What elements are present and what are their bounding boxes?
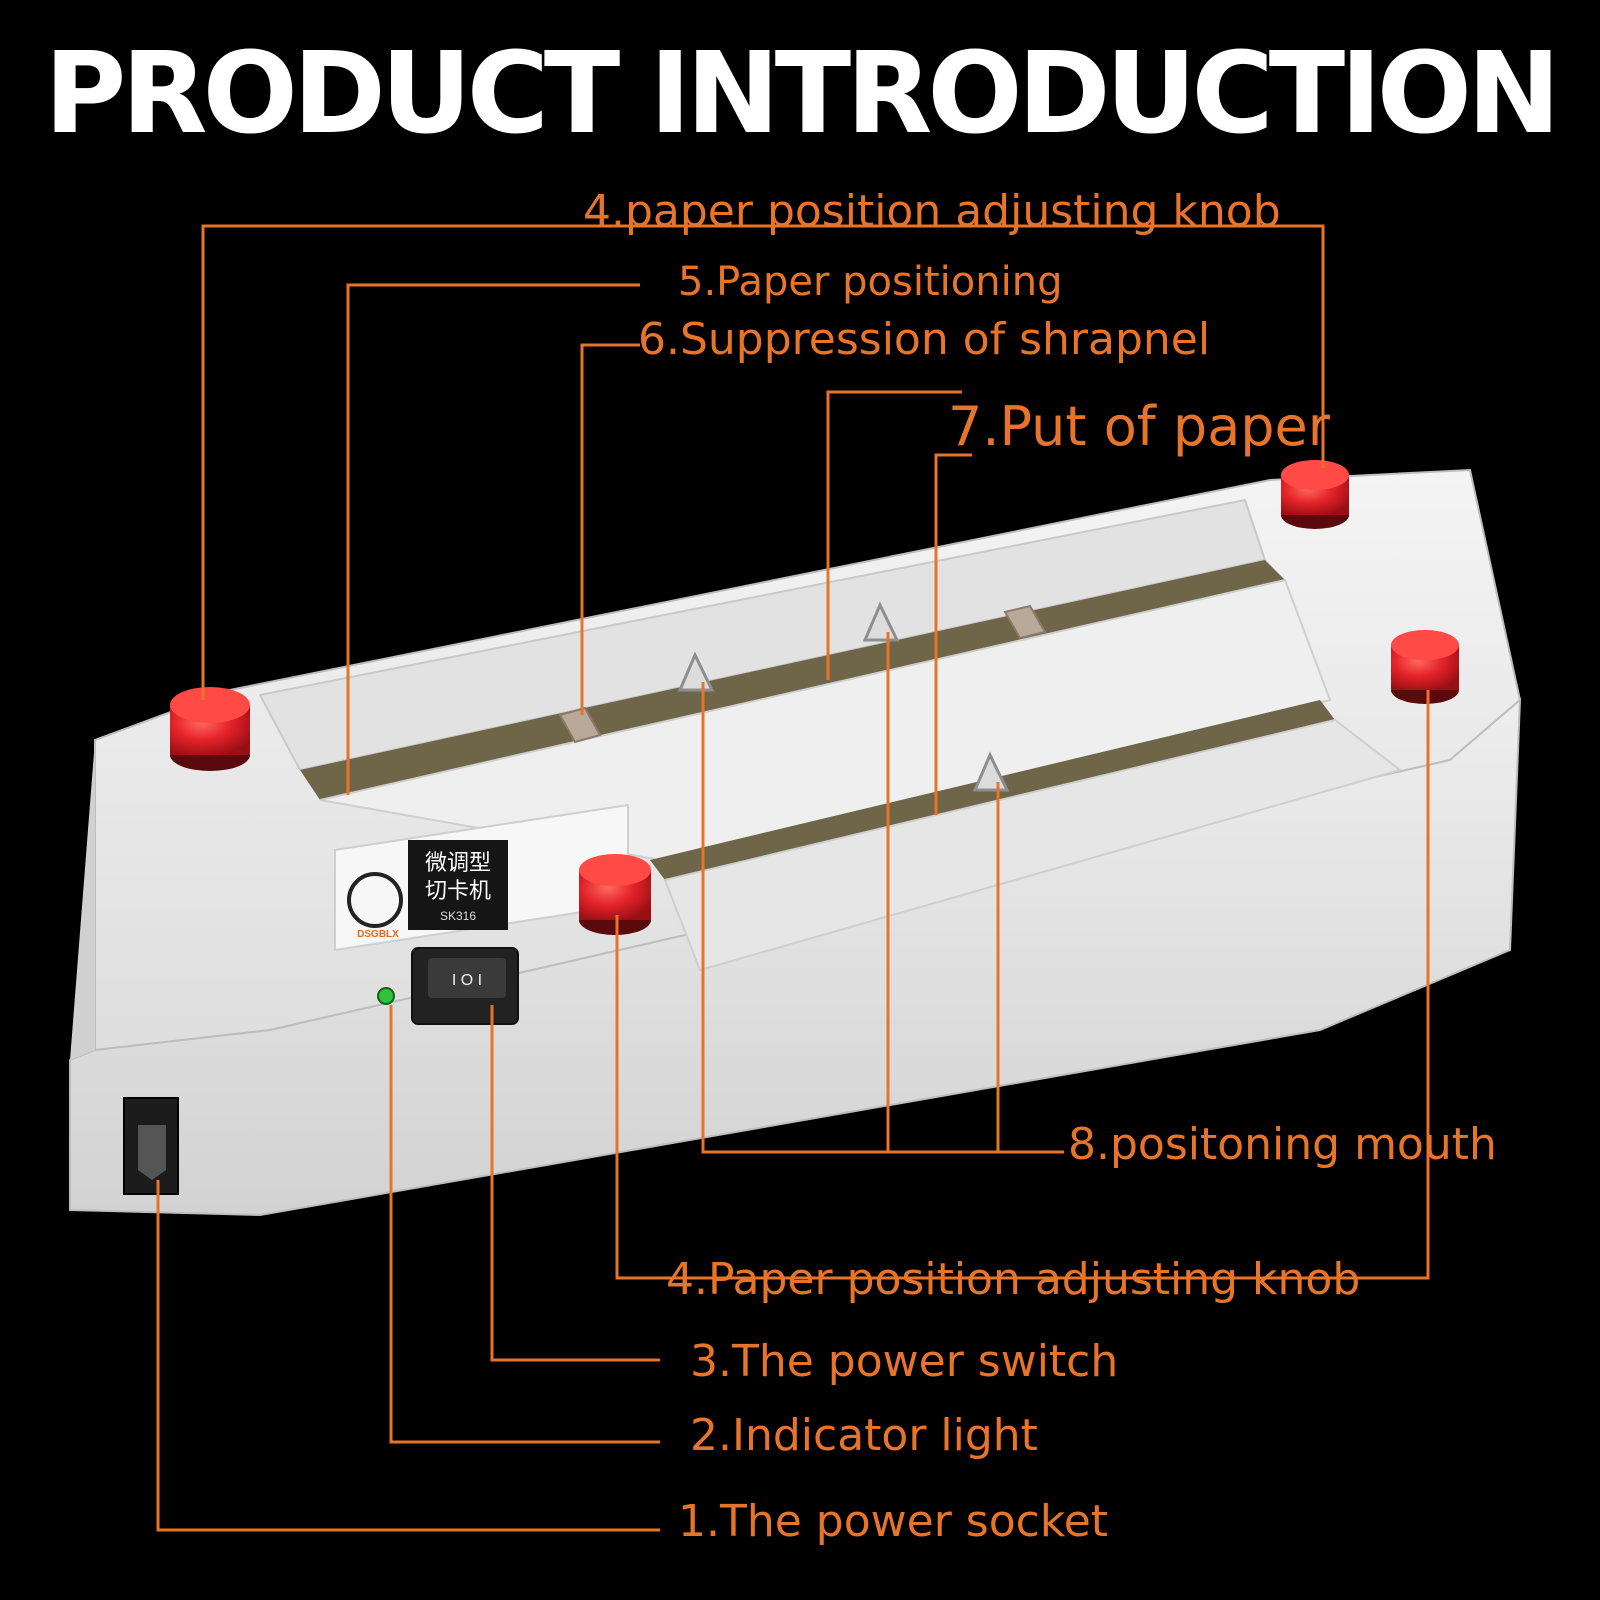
callout-power-switch: 3.The power switch [690,1336,1119,1387]
indicator-light [377,987,395,1005]
power-switch: I O I [411,947,519,1025]
device-label: 微调型 切卡机 SK316 DSGBLX [334,803,629,952]
device-body [69,468,1522,1217]
callout-suppression: 6.Suppression of shrapnel [638,314,1211,365]
device-label-line1: 微调型 [425,851,491,876]
knob-left-icon [170,687,250,771]
device-brand: DSGBLX [357,929,399,940]
device-model: SK316 [440,909,476,923]
callout-positioning-mouth: 8.positoning mouth [1068,1119,1497,1170]
callout-power-socket: 1.The power socket [678,1496,1109,1547]
svg-text:I O I: I O I [452,972,482,989]
knob-right-icon [1391,630,1459,704]
knob-top-right-icon [1281,460,1349,529]
callout-knob-bottom: 4.Paper position adjusting knob [666,1254,1361,1305]
power-socket [123,1097,179,1195]
callout-put-paper: 7.Put of paper [948,395,1330,458]
device-label-line2: 切卡机 [425,879,491,904]
callout-knob-top: 4.paper position adjusting knob [583,186,1281,237]
page-title: PRODUCT INTRODUCTION [44,29,1560,159]
callout-indicator: 2.Indicator light [690,1410,1038,1461]
leader-lines [156,224,1430,1532]
callout-paper-positioning: 5.Paper positioning [678,259,1063,305]
knob-front-icon [579,854,651,935]
